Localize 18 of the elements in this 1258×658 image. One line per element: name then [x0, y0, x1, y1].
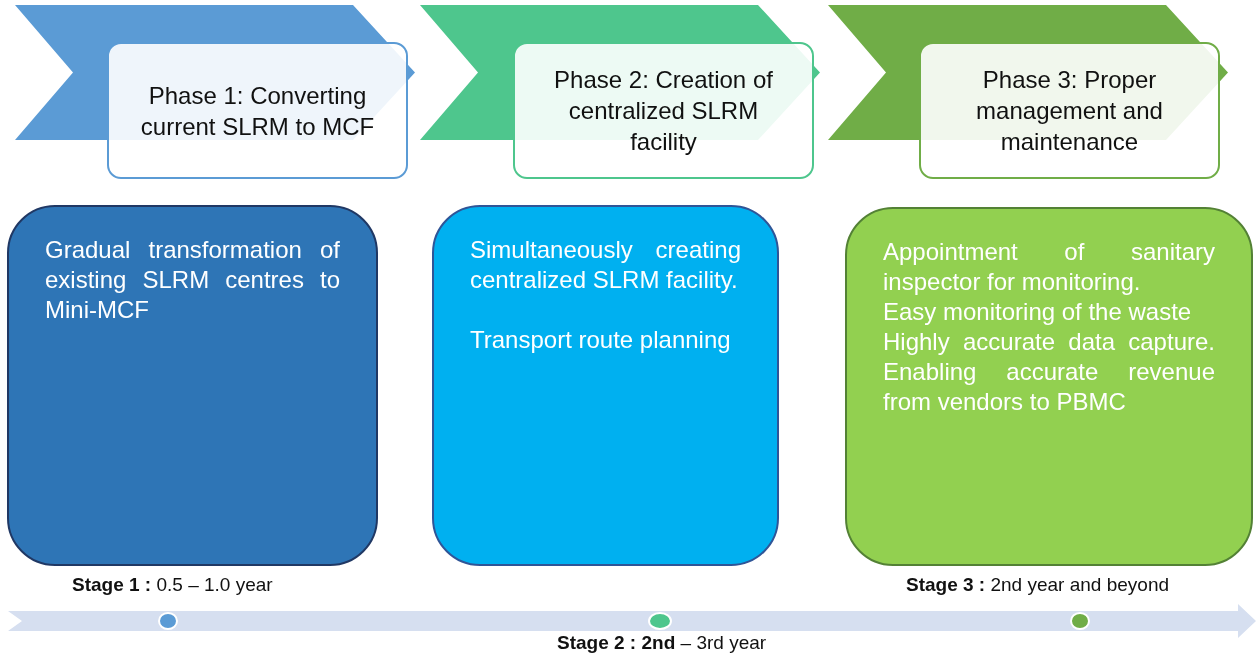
description-text: Transport route planning [470, 325, 732, 355]
description-text: Gradual transformation of existing SLRM centres to Mini-MCF [45, 235, 340, 325]
description-text: Easy monitoring of the waste [883, 297, 1193, 327]
description-text: Highly accurate data capture. Enabling accurate revenue from vendors to PBMC [883, 327, 1215, 417]
phase-title: Phase 2: Creation of centralized SLRM facility [553, 65, 774, 157]
description-box [432, 205, 779, 566]
phase-box [513, 42, 814, 179]
description-box [7, 205, 378, 566]
stage-label: Stage 2 : 2nd – 3rd year [557, 632, 767, 654]
phase-title: Phase 1: Converting current SLRM to MCF [139, 80, 376, 142]
phase-title: Phase 3: Proper management and maintenance [975, 65, 1164, 157]
phase-box [107, 42, 408, 179]
description-box [845, 207, 1253, 566]
description-text: Appointment of sanitary inspector for monitoring. [883, 237, 1215, 297]
phase-box [919, 42, 1220, 179]
stage-label: Stage 3 : 2nd year and beyond [906, 574, 1169, 596]
stage-label: Stage 1 : 0.5 – 1.0 year [72, 574, 273, 596]
description-text: Simultaneously creating centralized SLRM facility. [470, 235, 741, 295]
